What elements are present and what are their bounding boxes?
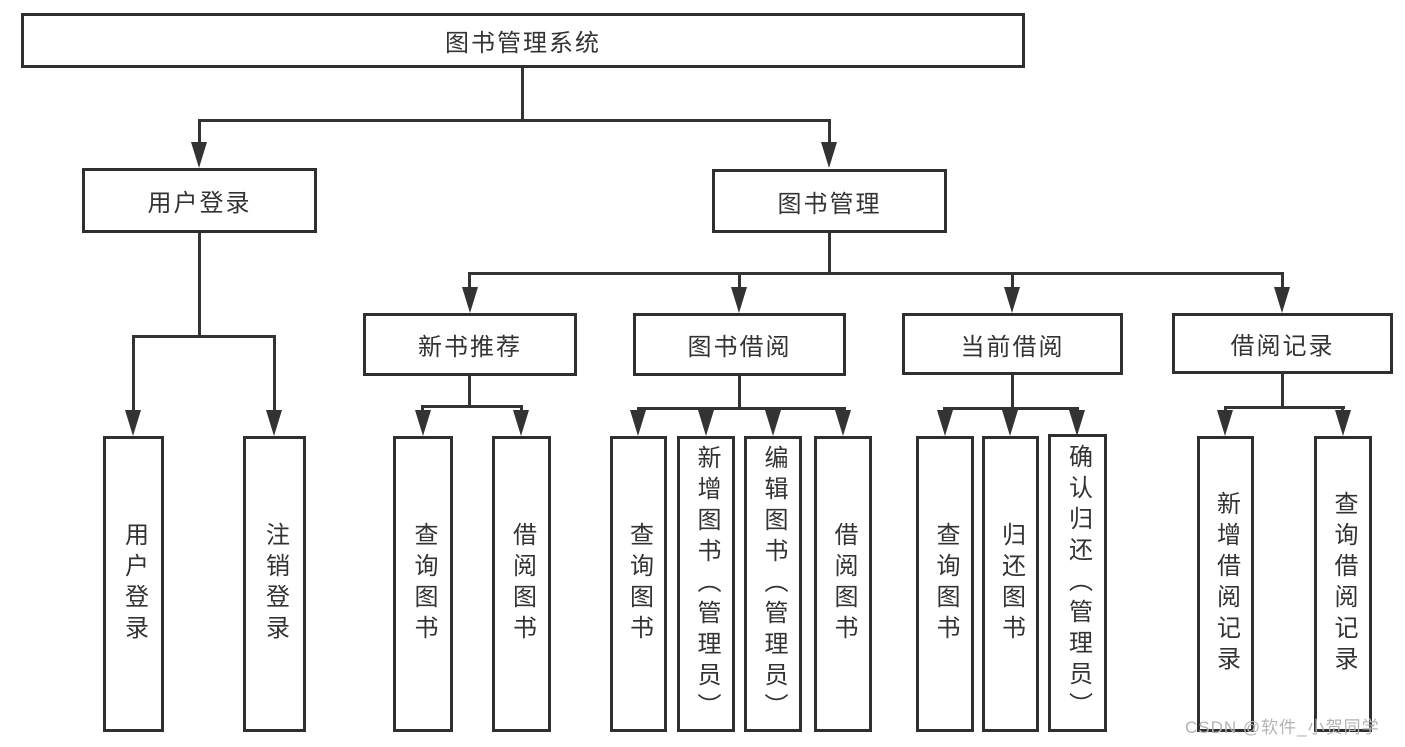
leaf-label: 借阅图书 xyxy=(508,522,536,646)
connector-user-login-split xyxy=(132,335,276,338)
arrowhead-down-icon xyxy=(462,287,478,313)
leaf-label: 注销登录 xyxy=(261,522,289,646)
leaf-label: 新增借阅记录 xyxy=(1212,491,1240,677)
node-new-book-recommend: 新书推荐 xyxy=(363,313,577,376)
leaf-add-books-admin: 新增图书（管理员） xyxy=(677,436,735,732)
connector-records-split xyxy=(1224,406,1345,409)
connector-book-management-trunk xyxy=(828,233,831,274)
connector-root-split xyxy=(198,119,831,122)
leaf-label: 确认归还（管理员） xyxy=(1064,443,1092,723)
connector-vline xyxy=(828,119,831,147)
arrowhead-down-icon xyxy=(765,410,781,436)
leaf-user-login: 用户登录 xyxy=(103,436,164,732)
node-label: 图书管理 xyxy=(777,190,882,218)
connector-vline xyxy=(1281,272,1284,290)
leaf-label: 新增图书（管理员） xyxy=(693,444,720,724)
arrowhead-down-icon xyxy=(821,142,837,168)
arrowhead-down-icon xyxy=(191,142,207,168)
watermark: CSDN @软件_小贺同学 xyxy=(1185,718,1380,737)
node-borrow-records: 借阅记录 xyxy=(1172,313,1393,374)
arrowhead-down-icon xyxy=(698,410,714,436)
arrowhead-down-icon xyxy=(1069,410,1085,436)
leaf-query-books-current: 查询图书 xyxy=(916,436,974,732)
connector-user-login-trunk xyxy=(198,233,201,335)
arrowhead-down-icon xyxy=(1274,287,1290,313)
arrowhead-down-icon xyxy=(1335,410,1351,436)
leaf-label: 查询借阅记录 xyxy=(1330,491,1357,677)
leaf-label: 查询图书 xyxy=(625,522,653,646)
node-user-login: 用户登录 xyxy=(82,168,317,233)
node-label: 图书借阅 xyxy=(687,334,792,361)
connector-vline xyxy=(738,272,741,290)
leaf-edit-books-admin: 编辑图书（管理员） xyxy=(744,436,802,732)
leaf-add-borrow-record: 新增借阅记录 xyxy=(1197,436,1254,732)
connector-vline xyxy=(198,119,201,147)
arrowhead-down-icon xyxy=(835,410,851,436)
leaf-confirm-return-admin: 确认归还（管理员） xyxy=(1048,434,1107,732)
node-label: 借阅记录 xyxy=(1230,333,1335,360)
arrowhead-down-icon xyxy=(937,410,953,436)
arrowhead-down-icon xyxy=(415,410,431,436)
node-label: 用户登录 xyxy=(147,190,252,217)
node-book-management: 图书管理 xyxy=(712,169,947,233)
leaf-query-books-borrow: 查询图书 xyxy=(610,436,667,732)
connector-borrow-split xyxy=(637,407,846,410)
node-library-management-system: 图书管理系统 xyxy=(21,13,1025,68)
arrowhead-down-icon xyxy=(125,410,141,436)
leaf-label: 用户登录 xyxy=(120,522,148,646)
connector-borrow-trunk xyxy=(738,376,741,409)
connector-vline xyxy=(273,335,276,415)
leaf-label: 查询图书 xyxy=(410,522,437,646)
leaf-query-books-recommend: 查询图书 xyxy=(393,436,453,732)
leaf-label: 查询图书 xyxy=(932,522,959,646)
node-label: 图书管理系统 xyxy=(445,30,601,57)
connector-level3-split xyxy=(468,272,1284,275)
node-label: 新书推荐 xyxy=(418,334,522,361)
leaf-logout: 注销登录 xyxy=(243,436,306,732)
arrowhead-down-icon xyxy=(1217,410,1233,436)
connector-records-trunk xyxy=(1281,374,1284,408)
leaf-label: 借阅图书 xyxy=(830,522,857,646)
node-label: 当前借阅 xyxy=(960,333,1065,361)
connector-recommend-split xyxy=(421,405,523,408)
leaf-borrow-books-recommend: 借阅图书 xyxy=(492,436,551,732)
arrowhead-down-icon xyxy=(266,410,282,436)
connector-root-trunk xyxy=(521,68,524,120)
leaf-borrow-books: 借阅图书 xyxy=(814,436,872,732)
arrowhead-down-icon xyxy=(630,410,646,436)
connector-vline xyxy=(1011,272,1014,290)
leaf-query-borrow-record: 查询借阅记录 xyxy=(1314,436,1372,732)
connector-current-trunk xyxy=(1011,375,1014,409)
leaf-label: 归还图书 xyxy=(997,522,1025,646)
node-book-borrow: 图书借阅 xyxy=(633,313,846,376)
arrowhead-down-icon xyxy=(1004,287,1020,313)
arrowhead-down-icon xyxy=(1002,410,1018,436)
connector-recommend-trunk xyxy=(468,376,471,407)
node-current-borrow: 当前借阅 xyxy=(902,313,1123,375)
arrowhead-down-icon xyxy=(731,287,747,313)
connector-vline xyxy=(132,335,135,415)
leaf-return-books: 归还图书 xyxy=(982,436,1039,732)
leaf-label: 编辑图书（管理员） xyxy=(760,444,787,724)
connector-vline xyxy=(468,272,471,290)
arrowhead-down-icon xyxy=(513,410,529,436)
